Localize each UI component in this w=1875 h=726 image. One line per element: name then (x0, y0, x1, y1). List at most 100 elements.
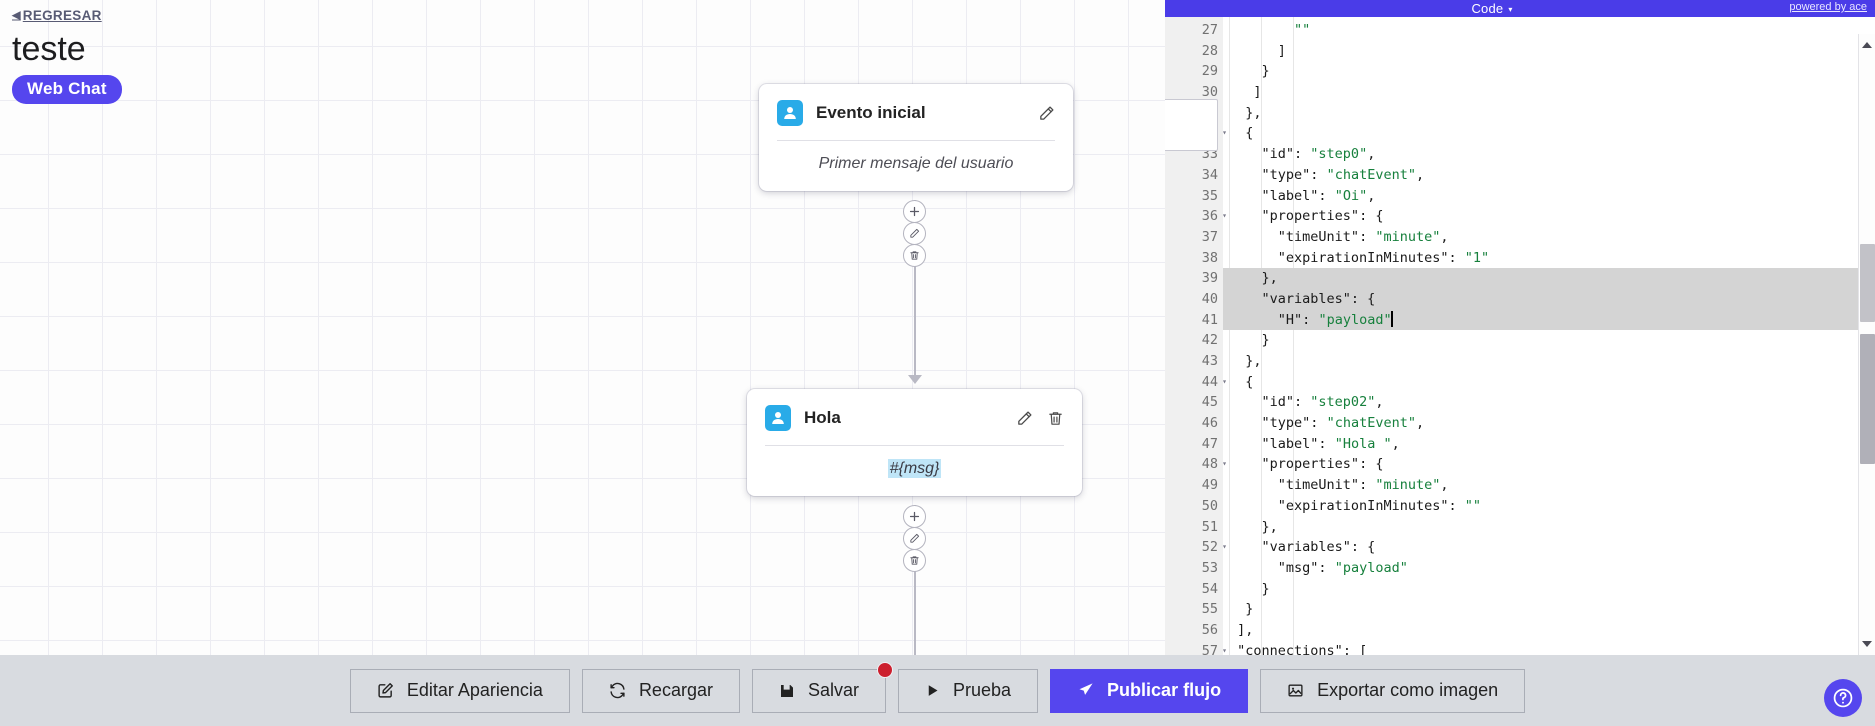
gutter-line-number[interactable]: 30 (1201, 84, 1218, 101)
scroll-down-arrow[interactable] (1862, 641, 1872, 647)
gutter-line-number[interactable]: 56 (1201, 621, 1218, 638)
recargar-button[interactable]: Recargar (581, 668, 740, 713)
editor-scrollbar[interactable] (1858, 34, 1875, 655)
code-line[interactable]: "id": "step02", (1261, 394, 1384, 411)
trash-icon[interactable] (903, 549, 926, 572)
salvar-button[interactable]: Salvar (751, 661, 893, 713)
code-line[interactable]: "connections": [ (1237, 642, 1368, 655)
code-line[interactable]: { (1229, 373, 1254, 390)
gutter-line-number[interactable]: 42 (1201, 332, 1218, 349)
code-line[interactable]: "H": "payload" (1223, 309, 1875, 331)
gutter-line-number[interactable]: 39 (1201, 270, 1218, 287)
gutter-line-number[interactable]: 40▾ (1165, 289, 1227, 310)
code-line[interactable]: }, (1229, 104, 1262, 121)
code-editor[interactable]: 272829303132▾33343536▾37383940▾41424344▾… (1165, 17, 1875, 655)
code-line[interactable]: "expirationInMinutes": "1" (1277, 249, 1490, 266)
trash-icon[interactable] (1047, 410, 1064, 427)
code-line[interactable]: "variables": { (1223, 288, 1875, 310)
gutter-line-number[interactable]: 52▾ (1165, 537, 1227, 558)
gutter-line-number[interactable]: 49 (1201, 477, 1218, 494)
gutter-line-number[interactable]: 48▾ (1165, 454, 1227, 475)
gutter-line-number[interactable]: 27 (1201, 22, 1218, 38)
code-line[interactable]: "properties": { (1261, 208, 1384, 225)
gutter-line-number[interactable]: 35 (1201, 187, 1218, 204)
flow-node-hola[interactable]: Hola #{msg} (747, 389, 1082, 496)
gutter-line-number[interactable]: 37 (1201, 228, 1218, 245)
help-button[interactable] (1824, 679, 1862, 717)
code-line[interactable]: "variables": { (1261, 539, 1376, 556)
node-header: Hola (747, 389, 1082, 445)
gutter-line-number[interactable]: 57▾ (1165, 641, 1227, 655)
scroll-up-arrow[interactable] (1862, 42, 1872, 48)
gutter-line-number[interactable]: 36▾ (1165, 206, 1227, 227)
code-editor-panel[interactable]: Code ▾ powered by ace 272829303132▾33343… (1165, 0, 1875, 655)
node-title: Evento inicial (816, 103, 926, 122)
edit-icon[interactable] (1038, 105, 1055, 122)
gutter-line-number[interactable]: 38 (1201, 249, 1218, 266)
plus-icon[interactable] (903, 505, 926, 528)
flow-canvas[interactable]: ◀ REGRESAR teste Web Chat Evento inicial (0, 0, 1165, 655)
code-line[interactable]: "msg": "payload" (1277, 559, 1408, 576)
scrollbar-thumb[interactable] (1860, 334, 1875, 464)
prueba-button[interactable]: Prueba (898, 668, 1039, 713)
code-panel-title-dropdown[interactable]: Code ▾ (1471, 1, 1512, 16)
gutter-line-number[interactable]: 34 (1201, 166, 1218, 183)
plus-icon[interactable] (903, 200, 926, 223)
user-icon (777, 100, 803, 126)
gutter-line-number[interactable]: 55 (1201, 601, 1218, 618)
node-divider (765, 445, 1064, 446)
editor-content[interactable]: "" ] } ] }, { "id": "step0", "type": "ch… (1223, 17, 1875, 655)
code-line[interactable]: "properties": { (1261, 456, 1384, 473)
code-line[interactable]: ] (1229, 42, 1286, 59)
scrollbar-thumb-upper[interactable] (1860, 244, 1875, 322)
code-line[interactable]: } (1229, 580, 1270, 597)
code-line[interactable]: "" (1294, 22, 1311, 38)
trash-icon[interactable] (903, 244, 926, 267)
gutter-line-number[interactable]: 41 (1201, 311, 1218, 328)
gutter-line-number[interactable]: 46 (1201, 415, 1218, 432)
code-line[interactable]: "expirationInMinutes": "" (1277, 497, 1481, 514)
code-line[interactable]: "timeUnit": "minute", (1277, 477, 1449, 494)
code-line[interactable]: "type": "chatEvent", (1261, 415, 1425, 432)
code-line[interactable]: "id": "step0", (1261, 146, 1376, 163)
edit-icon[interactable] (1016, 410, 1033, 427)
gutter-line-number[interactable]: 51 (1201, 518, 1218, 535)
code-line[interactable]: "type": "chatEvent", (1261, 166, 1425, 183)
pencil-icon[interactable] (903, 222, 926, 245)
code-line[interactable]: "label": "Hola ", (1261, 435, 1400, 452)
code-line[interactable]: }, (1223, 268, 1875, 289)
code-line[interactable]: "label": "Oi", (1261, 187, 1376, 204)
gutter-line-number[interactable]: 50 (1201, 497, 1218, 514)
publicar-flujo-button[interactable]: Publicar flujo (1050, 668, 1249, 713)
save-icon (779, 683, 795, 699)
code-line[interactable]: "timeUnit": "minute", (1277, 228, 1449, 245)
code-line[interactable]: }, (1229, 353, 1262, 369)
code-line[interactable]: }, (1229, 518, 1278, 535)
gutter-line-number[interactable]: 44▾ (1165, 372, 1227, 393)
flow-node-evento-inicial[interactable]: Evento inicial Primer mensaje del usuari… (759, 84, 1073, 191)
gutter-line-number[interactable]: 43 (1201, 353, 1218, 369)
gutter-line-number[interactable]: 47 (1201, 435, 1218, 452)
code-line[interactable]: { (1229, 125, 1254, 142)
pencil-icon[interactable] (903, 527, 926, 550)
gutter-line-number[interactable]: 53 (1201, 559, 1218, 576)
button-label: Publicar flujo (1107, 680, 1222, 700)
code-line[interactable]: ] (1229, 84, 1262, 101)
code-line[interactable]: } (1229, 332, 1270, 349)
gutter-line-number[interactable]: 29 (1201, 63, 1218, 80)
exportar-como-imagen-button[interactable]: Exportar como imagen (1260, 668, 1526, 713)
button-label: Editar Apariencia (406, 680, 543, 700)
back-link[interactable]: ◀ REGRESAR (12, 8, 102, 23)
gutter-line-number[interactable]: 54 (1201, 580, 1218, 597)
code-line[interactable]: } (1229, 63, 1270, 80)
gutter-line-number[interactable]: 28 (1201, 42, 1218, 59)
editar-apariencia-button[interactable]: Editar Apariencia (349, 668, 570, 713)
code-line[interactable]: ], (1229, 621, 1254, 638)
rocket-icon (1077, 682, 1094, 699)
ace-credit-link[interactable]: powered by ace (1789, 1, 1867, 13)
code-line[interactable]: } (1229, 601, 1254, 618)
gutter-line-number[interactable]: 45 (1201, 394, 1218, 411)
fold-widget-tooltip[interactable]: ❯ (1165, 99, 1218, 151)
